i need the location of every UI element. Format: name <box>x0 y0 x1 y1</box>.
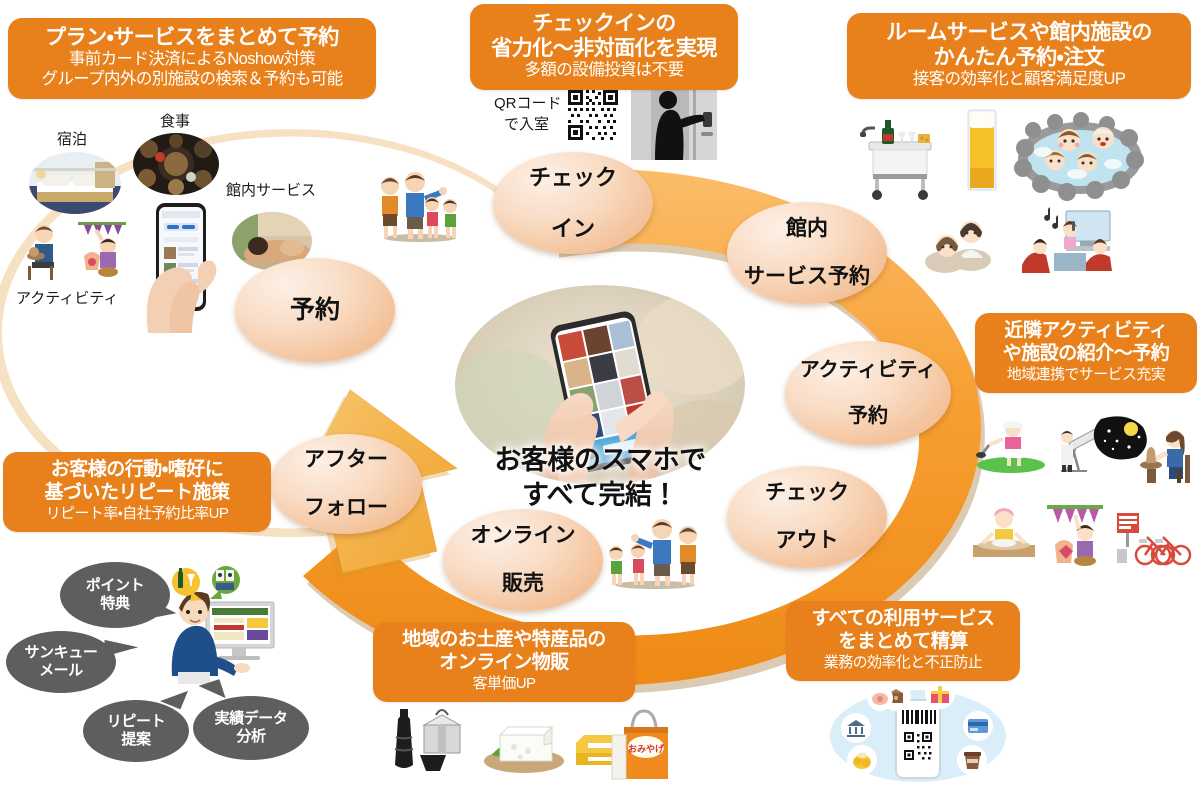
node-checkin-label2: イン <box>550 215 595 241</box>
node-checkout-label1: チェック <box>765 480 849 504</box>
relaxing-women-illustration <box>925 210 1001 276</box>
bubble-data-analysis-line2: 分析 <box>236 728 266 745</box>
room-service-cart-illustration <box>855 112 941 202</box>
bubble-thankyou-mail-line1: サンキュー <box>24 644 98 661</box>
walking-family-top <box>370 170 470 242</box>
souvenir-illustration: おみやげ <box>380 705 670 783</box>
callout-plan-service-sub2: グループ内外の別施設の検索＆予約も可能 <box>41 69 343 88</box>
node-online-sales-label1: オンライン <box>470 523 576 547</box>
keyless-door-entry-photo <box>631 82 717 160</box>
node-inhouse-service[interactable]: 館内 サービス予約 <box>727 202 887 304</box>
callout-checkin: チェックインの 省力化〜非対面化を実現 多額の設備投資は不要 <box>470 4 738 91</box>
bubble-repeat-offer-line2: 提案 <box>121 731 151 748</box>
node-reserve-label: 予約 <box>289 295 340 324</box>
bubble-thankyou-mail: サンキュー メール <box>6 631 139 693</box>
bubble-point-bonus-line2: 特典 <box>100 595 130 612</box>
souvenir-bag-label: おみやげ <box>628 743 665 754</box>
mobile-payment-illustration <box>828 679 1008 784</box>
meal-photo <box>133 133 219 195</box>
callout-settlement: すべての利用サービス をまとめて精算 業務の効率化と不正防止 <box>786 601 1020 681</box>
caption-activity: アクティビティ <box>16 290 119 307</box>
beer-glass-illustration <box>962 108 1002 194</box>
bubble-thankyou-mail-line2: メール <box>39 662 83 679</box>
callout-nearby-activity-head1: 近隣アクティビティ <box>1004 320 1168 341</box>
node-checkout[interactable]: チェック アウト <box>727 466 887 568</box>
callout-repeat-measure-head2: 基づいたリピート施策 <box>44 481 230 503</box>
node-checkin[interactable]: チェック イン <box>493 152 653 254</box>
node-activity[interactable]: アクティビティ 予約 <box>785 341 951 445</box>
callout-plan-service: プラン・サービスをまとめて予約 事前カード決済によるNoshow対策 グループ内… <box>8 18 376 99</box>
bubble-repeat-offer: リピート 提案 <box>83 682 189 762</box>
callout-repeat-measure: お客様の行動・嗜好に 基づいたリピート施策 リピート率・自社予約比率UP <box>3 452 271 532</box>
center-headline: お客様のスマホで すべて完結！ <box>455 443 745 513</box>
callout-nearby-activity-sub: 地域連携でサービス充実 <box>1006 365 1166 383</box>
activity-illustration <box>22 218 132 284</box>
karaoke-room-illustration <box>1022 205 1114 277</box>
node-reserve[interactable]: 予約 <box>235 258 395 362</box>
callout-room-service-sub: 接客の効率化と顧客満足度UP <box>912 70 1126 89</box>
node-inhouse-service-label1: 館内 <box>786 216 828 240</box>
node-after-follow-label1: アフター <box>304 447 388 471</box>
caption-inhouse-service: 館内サービス <box>226 182 317 199</box>
center-headline-line2: すべて完結！ <box>521 480 679 511</box>
node-after-follow-label2: フォロー <box>304 496 388 520</box>
bubble-data-analysis: 実績データ 分析 <box>193 679 309 760</box>
node-online-sales-label2: 販売 <box>502 572 544 596</box>
node-activity-label1: アクティビティ <box>799 358 937 381</box>
lodging-photo <box>29 152 121 214</box>
callout-room-service: ルームサービスや館内施設の かんたん予約・注文 接客の効率化と顧客満足度UP <box>847 13 1191 100</box>
left-phone-in-hand <box>140 203 228 333</box>
caption-qr-line1: QRコード <box>494 95 562 112</box>
staff-at-pc-illustration <box>168 566 280 698</box>
callout-nearby-activity: 近隣アクティビティ や施設の紹介〜予約 地域連携でサービス充実 <box>975 313 1197 393</box>
callout-checkin-head1: チェックインの <box>532 12 676 35</box>
callout-checkin-head2: 省力化〜非対面化を実現 <box>491 37 717 61</box>
callout-room-service-head1: ルームサービスや館内施設の <box>886 21 1152 44</box>
bubble-data-analysis-line1: 実績データ <box>214 710 288 727</box>
caption-qr-line2: で入室 <box>504 116 550 133</box>
callout-online-goods: 地域のお土産や特産品の オンライン物販 客単価UP <box>373 622 635 702</box>
callout-online-goods-head1: 地域のお土産や特産品の <box>402 629 606 650</box>
callout-settlement-sub: 業務の効率化と不正防止 <box>823 653 983 671</box>
center-headline-line1: お客様のスマホで <box>494 445 706 475</box>
callout-repeat-measure-sub: リピート率・自社予約比率UP <box>45 504 229 522</box>
callout-online-goods-sub: 客単価UP <box>472 674 536 692</box>
nearby-activities-illustration <box>965 415 1197 570</box>
callout-settlement-head2: をまとめて精算 <box>838 630 968 652</box>
node-online-sales[interactable]: オンライン 販売 <box>443 509 603 611</box>
qr-code-icon <box>566 88 620 142</box>
node-checkout-label2: アウト <box>775 529 839 553</box>
callout-plan-service-sub1: 事前カード決済によるNoshow対策 <box>68 50 316 69</box>
bubble-point-bonus-line1: ポイント <box>85 577 145 594</box>
bubble-thankyou-mail-tail <box>103 639 139 660</box>
caption-meal: 食事 <box>160 113 191 130</box>
bubble-point-bonus: ポイント 特典 <box>60 562 178 628</box>
node-after-follow[interactable]: アフター フォロー <box>270 434 422 534</box>
bubble-repeat-offer-line1: リピート <box>106 713 166 730</box>
node-inhouse-service-label2: サービス予約 <box>744 265 870 289</box>
callout-plan-service-head: プラン・サービスをまとめて予約 <box>45 26 339 49</box>
callout-online-goods-head2: オンライン物販 <box>439 651 569 673</box>
callout-settlement-head1: すべての利用サービス <box>811 608 995 629</box>
walking-family-bottom <box>600 517 710 589</box>
node-checkin-label1: チェック <box>528 165 617 191</box>
callout-repeat-measure-head1: お客様の行動・嗜好に <box>50 459 224 480</box>
caption-lodging: 宿泊 <box>57 131 88 148</box>
node-activity-label2: 予約 <box>847 404 888 427</box>
callout-checkin-sub: 多額の設備投資は不要 <box>524 61 684 80</box>
onsen-family-illustration <box>1014 108 1145 201</box>
center-smartphone-photo <box>455 285 745 485</box>
callout-nearby-activity-head2: や施設の紹介〜予約 <box>1002 342 1170 364</box>
callout-room-service-head2: かんたん予約・注文 <box>933 46 1105 70</box>
